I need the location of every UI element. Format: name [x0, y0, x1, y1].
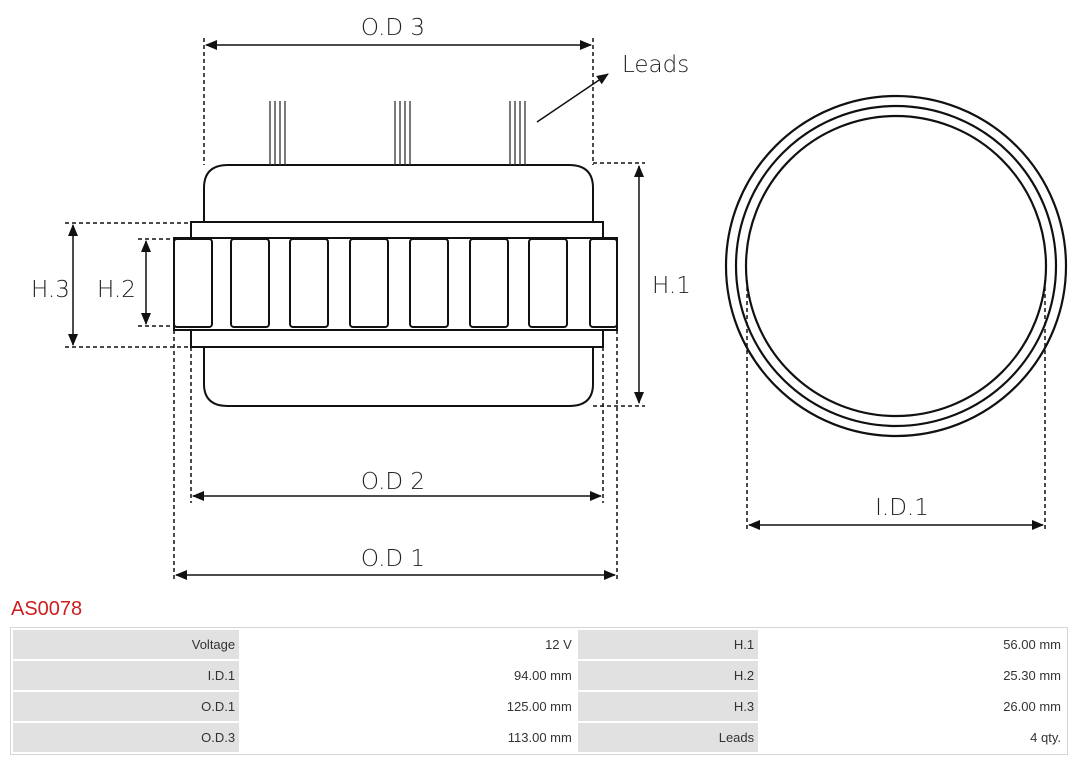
stator-end-view — [724, 94, 1068, 438]
winding-top — [203, 164, 594, 222]
leads-label: Leads — [622, 52, 689, 78]
top-plate — [190, 221, 604, 239]
h2-label: H.2 — [97, 277, 136, 303]
spec-key: I.D.1 — [13, 661, 240, 690]
h1-label: H.1 — [652, 273, 691, 299]
table-row: O.D.3 113.00 mm Leads 4 qty. — [13, 723, 1065, 752]
tooth — [289, 238, 329, 328]
spec-value: 56.00 mm — [760, 630, 1065, 659]
stator-side-view — [173, 164, 618, 407]
spec-value: 26.00 mm — [760, 692, 1065, 721]
tooth — [230, 238, 270, 328]
od3-label: O.D 3 — [361, 15, 425, 41]
part-number: AS0078 — [11, 598, 83, 620]
table-row: Voltage 12 V H.1 56.00 mm — [13, 630, 1065, 659]
dimension-arrows — [68, 40, 1044, 580]
tooth — [589, 238, 618, 328]
bottom-plate — [190, 329, 604, 348]
h3-label: H.3 — [31, 277, 70, 303]
spec-key: H.1 — [577, 630, 759, 659]
outer-ring — [724, 94, 1068, 438]
spec-key: H.2 — [577, 661, 759, 690]
specifications-table: Voltage 12 V H.1 56.00 mm I.D.1 94.00 mm… — [10, 627, 1068, 755]
middle-ring — [734, 104, 1058, 428]
tooth — [349, 238, 389, 328]
winding-bottom — [203, 347, 594, 407]
spec-key: Voltage — [13, 630, 240, 659]
spec-value: 125.00 mm — [241, 692, 576, 721]
id1-label: I.D.1 — [875, 495, 929, 521]
spec-key: O.D.3 — [13, 723, 240, 752]
inner-ring — [744, 114, 1048, 418]
table-row: O.D.1 125.00 mm H.3 26.00 mm — [13, 692, 1065, 721]
lead-wires — [269, 101, 526, 165]
leads-pointer-arrow — [536, 73, 609, 123]
spec-value: 113.00 mm — [241, 723, 576, 752]
spec-value: 12 V — [241, 630, 576, 659]
spec-value: 4 qty. — [760, 723, 1065, 752]
tooth — [469, 238, 509, 328]
spec-value: 94.00 mm — [241, 661, 576, 690]
stator-dimension-diagram: O.D 3 Leads H.1 H.3 H.2 O.D 2 O.D 1 I.D.… — [31, 14, 1068, 582]
od2-label: O.D 2 — [361, 469, 425, 495]
tooth — [173, 238, 213, 328]
table-row: I.D.1 94.00 mm H.2 25.30 mm — [13, 661, 1065, 690]
tooth — [409, 238, 449, 328]
spec-key: Leads — [577, 723, 759, 752]
spec-key: O.D.1 — [13, 692, 240, 721]
spec-key: H.3 — [577, 692, 759, 721]
tooth — [528, 238, 568, 328]
spec-value: 25.30 mm — [760, 661, 1065, 690]
od1-label: O.D 1 — [361, 546, 425, 572]
